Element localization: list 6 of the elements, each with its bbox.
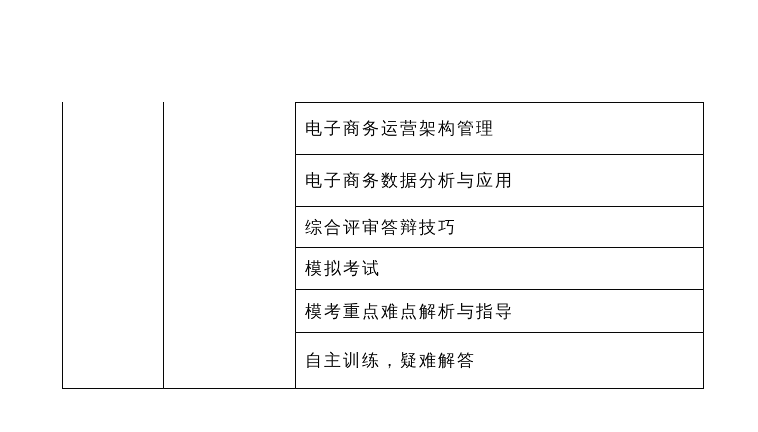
table-cell: 模拟考试 xyxy=(295,247,704,290)
table-cell: 模考重点难点解析与指导 xyxy=(295,289,704,333)
table-cell: 自主训练，疑难解答 xyxy=(295,332,704,389)
table-cell: 综合评审答辩技巧 xyxy=(295,206,704,248)
table-cell: 电子商务数据分析与应用 xyxy=(295,154,704,207)
table-cell: 电子商务运营架构管理 xyxy=(295,102,704,155)
